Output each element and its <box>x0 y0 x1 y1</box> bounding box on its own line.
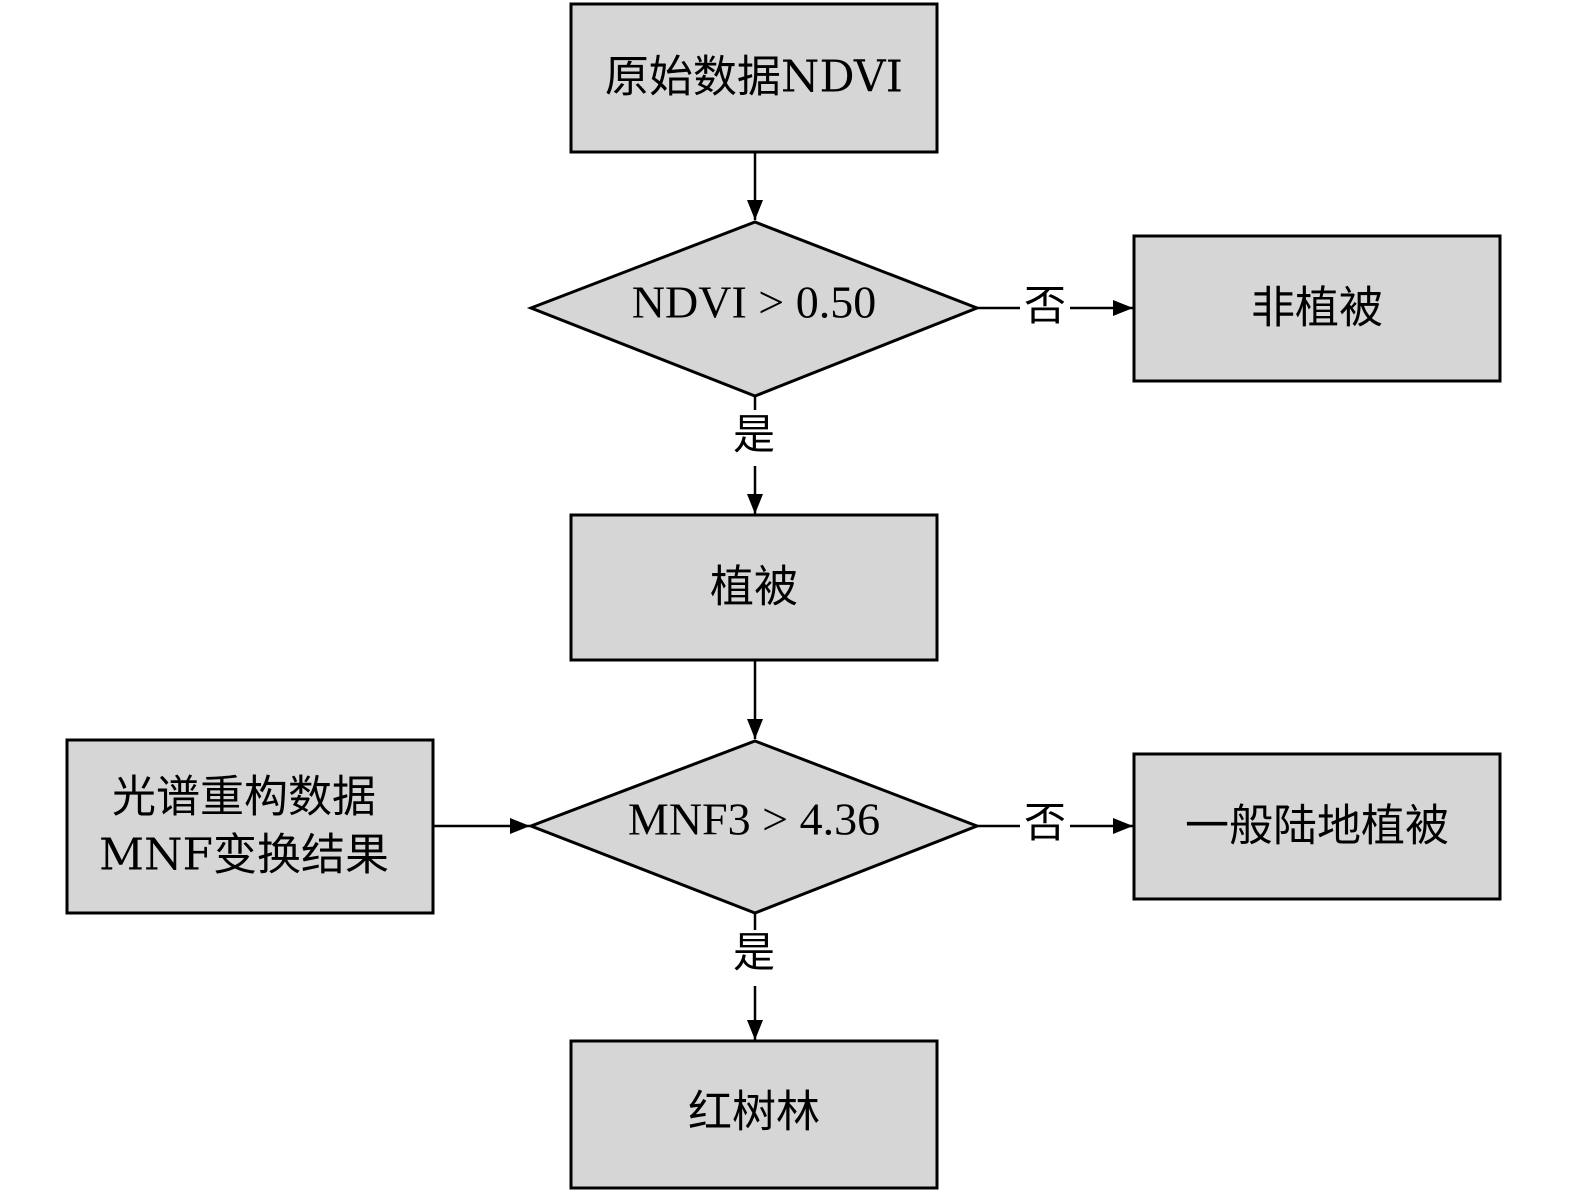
decision-mnf3-threshold: MNF3 > 4.36 <box>526 739 982 915</box>
node-vegetation: 植被 <box>569 513 939 662</box>
node-mangrove: 红树林 <box>569 1039 939 1190</box>
node-non-vegetation-label: 非植被 <box>1251 283 1383 334</box>
edge-label-ndvi-no: 否 <box>1024 281 1066 330</box>
node-spectral-input-line1: 光谱重构数据 <box>112 772 376 823</box>
node-spectral-input: 光谱重构数据 MNF变换结果 <box>65 738 435 915</box>
decision-ndvi-threshold-label: NDVI > 0.50 <box>632 277 876 328</box>
edge-label-mnf-yes: 是 <box>733 928 775 977</box>
node-vegetation-label: 植被 <box>710 562 798 613</box>
node-mangrove-label: 红树林 <box>688 1087 820 1138</box>
node-raw-ndvi-label: 原始数据NDVI <box>605 52 903 103</box>
node-raw-ndvi: 原始数据NDVI <box>569 2 939 154</box>
node-general-vegetation-label: 一般陆地植被 <box>1185 801 1449 852</box>
node-spectral-input-line2: MNF变换结果 <box>99 830 389 881</box>
edge-label-mnf-no: 否 <box>1024 798 1066 847</box>
edge-label-ndvi-yes: 是 <box>733 410 775 459</box>
node-non-vegetation: 非植被 <box>1132 234 1502 383</box>
decision-mnf3-threshold-label: MNF3 > 4.36 <box>628 794 880 845</box>
node-general-vegetation: 一般陆地植被 <box>1132 752 1502 901</box>
decision-ndvi-threshold: NDVI > 0.50 <box>526 220 982 398</box>
